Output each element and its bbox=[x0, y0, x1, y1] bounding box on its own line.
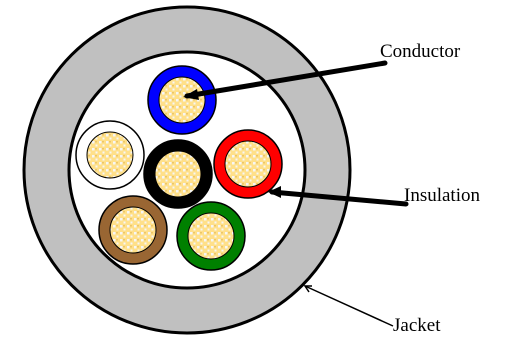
conductor-arrowhead bbox=[183, 89, 199, 100]
wire-green bbox=[176, 201, 246, 271]
insulation-label: Insulation bbox=[404, 185, 480, 206]
jacket-label: Jacket bbox=[393, 315, 441, 336]
wire-conductor-blue bbox=[158, 76, 206, 124]
wire-black bbox=[143, 139, 213, 209]
wire-conductor-white bbox=[86, 131, 134, 179]
insulation-arrowhead bbox=[268, 186, 281, 198]
wire-conductor-red bbox=[224, 140, 272, 188]
wire-brown bbox=[98, 195, 168, 265]
insulation-leader-line bbox=[269, 189, 409, 207]
conductor-label: Conductor bbox=[380, 41, 461, 62]
wire-conductor-brown bbox=[109, 206, 157, 254]
wire-conductor-black bbox=[154, 150, 202, 198]
jacket-arrowhead bbox=[303, 285, 312, 293]
wire-red bbox=[213, 129, 283, 199]
wire-white bbox=[75, 120, 145, 190]
wire-blue bbox=[147, 65, 217, 135]
conductor-leader-line bbox=[184, 60, 388, 99]
jacket-leader-line bbox=[304, 285, 394, 327]
wire-conductor-green bbox=[187, 212, 235, 260]
